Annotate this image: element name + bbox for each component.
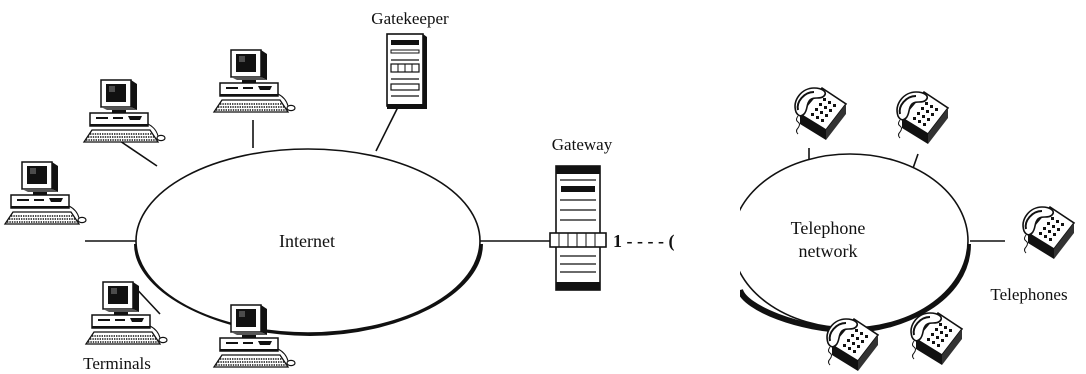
terminal-icon [4, 161, 87, 225]
telephone-network-cloud: Telephone network [718, 150, 971, 340]
gateway-label: Gateway [552, 135, 613, 154]
gatekeeper-server-icon [386, 33, 428, 110]
telephone-network-label-line2: network [799, 241, 858, 261]
internet-cloud: Internet [134, 148, 483, 337]
terminal-icon [83, 79, 166, 143]
telephone-icon [1022, 206, 1075, 260]
gateway-rack-icon [549, 165, 607, 291]
telephone-network-label-line1: Telephone [791, 218, 866, 238]
terminals-label: Terminals [83, 354, 151, 373]
gatekeeper-label: Gatekeeper [371, 9, 449, 28]
telephones-label: Telephones [990, 285, 1067, 304]
terminal-icon [85, 281, 168, 345]
telephone-icon [794, 87, 847, 141]
gateway-link-label: 1 - - - - ( [613, 231, 674, 252]
telephone-icon [910, 312, 963, 366]
internet-label: Internet [279, 231, 335, 251]
telephone-icon [896, 91, 949, 145]
terminal-icon [213, 49, 296, 113]
